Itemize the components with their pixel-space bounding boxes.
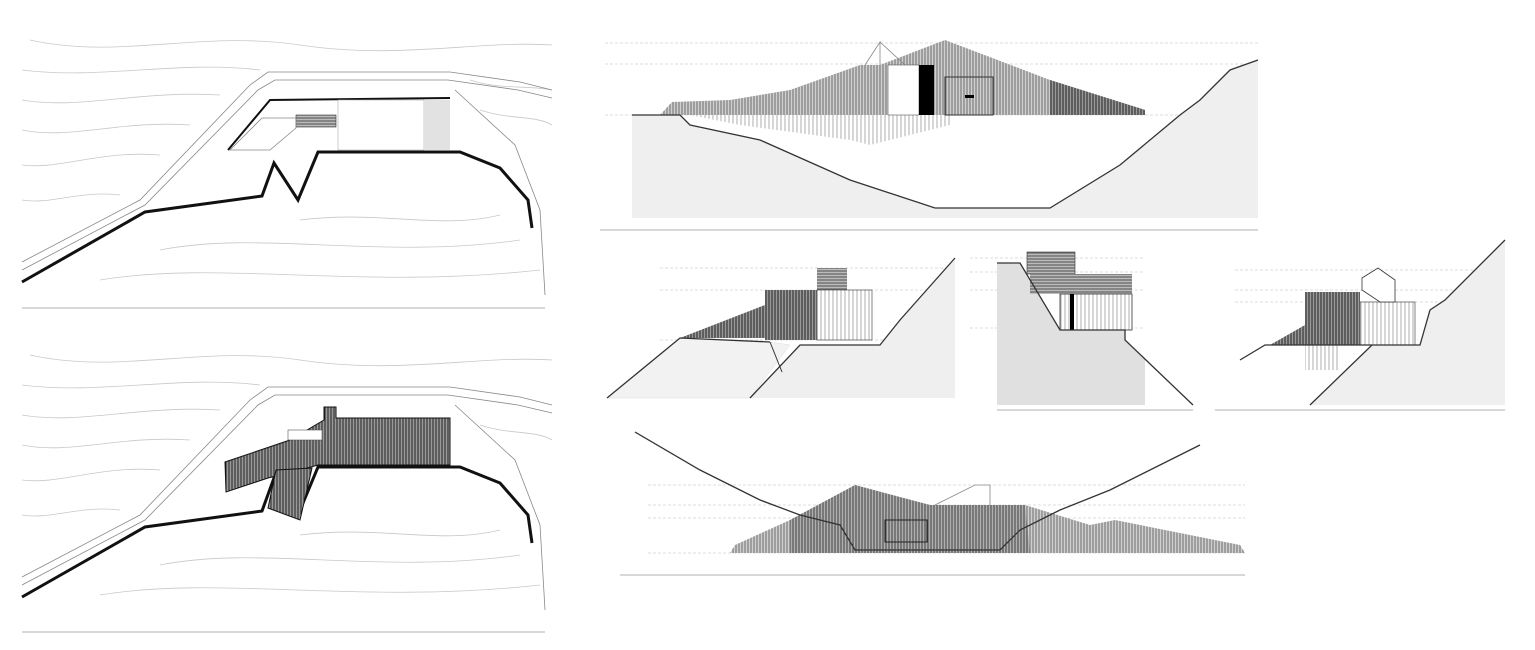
retaining-wall [21, 150, 534, 284]
long-section-bottom [620, 431, 1245, 576]
long-section-top [600, 40, 1259, 231]
hatched-underside [690, 115, 950, 145]
dark-door [919, 65, 934, 115]
floor-plan-top [21, 39, 553, 309]
ground-fill [632, 60, 1258, 218]
cross-section-a [606, 257, 956, 399]
retaining-wall [21, 465, 534, 599]
roof-flap [267, 467, 313, 521]
glazed-opening [887, 64, 920, 116]
contour-lines [21, 354, 553, 596]
box-volume [944, 76, 994, 116]
hatched-roof [224, 406, 451, 493]
cross-section-c [1215, 239, 1506, 411]
roof-plan-bottom [21, 354, 553, 633]
contour-lines [21, 39, 553, 281]
cross-section-b [970, 250, 1194, 411]
